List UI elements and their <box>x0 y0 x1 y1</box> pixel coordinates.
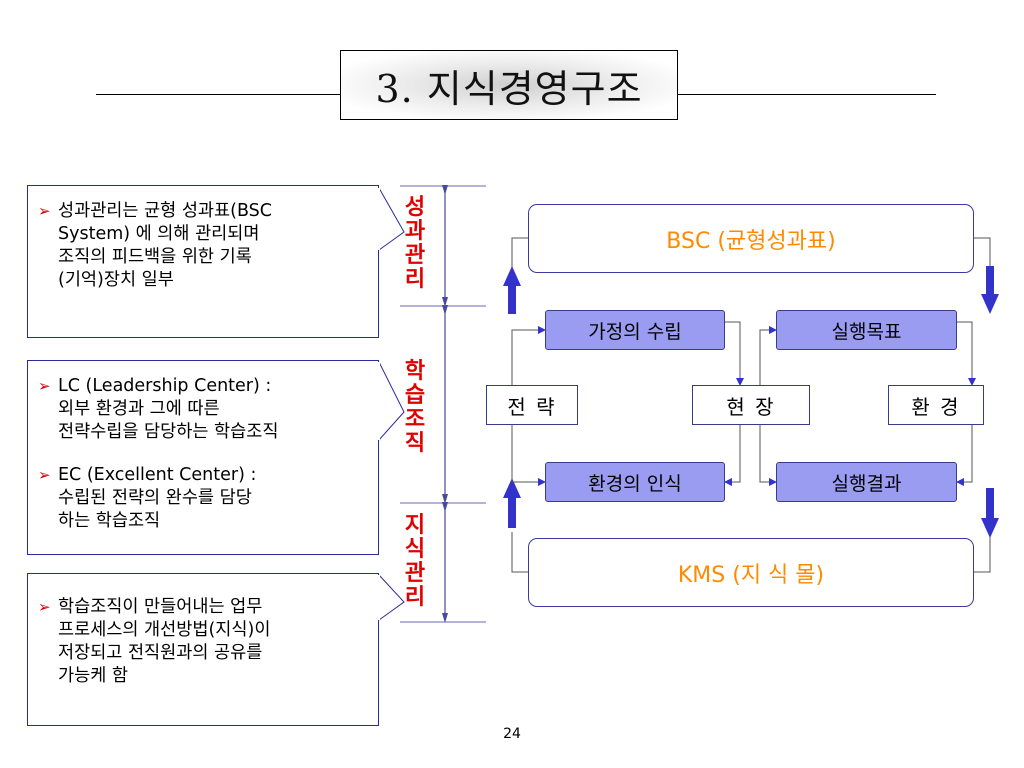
environment-label: 환 경 <box>911 394 961 419</box>
title-rule-left <box>96 94 340 95</box>
bullet-item: ➢ 성과관리는 균형 성과표(BSC System) 에 의해 관리되며 조직의… <box>38 200 368 292</box>
exec-result-box: 실행결과 <box>776 462 957 502</box>
title-rule-right <box>678 94 936 95</box>
bullet-item: ➢ 학습조직이 만들어내는 업무 프로세스의 개선방법(지식)이 저장되고 전직… <box>38 596 368 688</box>
callout-pointer <box>378 361 405 441</box>
page-title: 3. 지식경영구조 <box>375 66 643 111</box>
thick-arrow-down-icon <box>981 266 999 314</box>
bsc-box: BSC (균형성과표) <box>528 204 974 273</box>
bsc-label: BSC (균형성과표) <box>666 228 836 254</box>
bullet-text: LC (Leadership Center) : 외부 환경과 그에 따른 전략… <box>58 376 279 442</box>
callout-pointer <box>378 187 405 251</box>
title-box: 3. 지식경영구조 <box>340 50 678 120</box>
bullet-text: EC (Excellent Center) : 수립된 전략의 완수를 담당 하… <box>58 465 257 531</box>
label-learning-organization: 학습조직 <box>404 359 426 456</box>
label-knowledge-management: 지식관리 <box>404 513 426 610</box>
hypothesis-label: 가정의 수립 <box>588 320 682 343</box>
exec-goal-box: 실행목표 <box>776 310 957 350</box>
kms-box: KMS (지 식 몰) <box>528 538 974 607</box>
strategy-label: 전 략 <box>507 394 557 419</box>
bullet-item: ➢ EC (Excellent Center) : 수립된 전략의 완수를 담당… <box>38 464 368 533</box>
thick-arrow-down-icon <box>981 488 999 538</box>
callout-pointer <box>378 574 405 621</box>
field-node: 현 장 <box>692 385 810 425</box>
page-number: 24 <box>503 726 521 742</box>
field-label: 현 장 <box>726 394 776 419</box>
strategy-node: 전 략 <box>486 385 578 425</box>
callout-learning: ➢ LC (Leadership Center) : 외부 환경과 그에 따른 … <box>27 360 379 555</box>
bullet-text: 학습조직이 만들어내는 업무 프로세스의 개선방법(지식)이 저장되고 전직원과… <box>58 597 271 686</box>
kms-label: KMS (지 식 몰) <box>677 562 825 588</box>
bullet-item: ➢ LC (Leadership Center) : 외부 환경과 그에 따른 … <box>38 375 368 444</box>
thick-arrow-up-icon <box>503 478 521 528</box>
exec-goal-label: 실행목표 <box>831 320 902 343</box>
exec-result-label: 실행결과 <box>831 472 902 495</box>
bullet-arrow-icon: ➢ <box>38 598 51 616</box>
callout-performance: ➢ 성과관리는 균형 성과표(BSC System) 에 의해 관리되며 조직의… <box>27 185 379 338</box>
label-performance-management: 성과관리 <box>404 195 426 292</box>
callout-knowledge: ➢ 학습조직이 만들어내는 업무 프로세스의 개선방법(지식)이 저장되고 전직… <box>27 573 379 726</box>
thick-arrow-up-icon <box>503 266 521 314</box>
hypothesis-box: 가정의 수립 <box>545 310 725 350</box>
bullet-arrow-icon: ➢ <box>38 377 51 395</box>
environment-node: 환 경 <box>888 385 984 425</box>
bullet-arrow-icon: ➢ <box>38 202 51 220</box>
bullet-text: 성과관리는 균형 성과표(BSC System) 에 의해 관리되며 조직의 피… <box>58 201 272 290</box>
env-recognition-label: 환경의 인식 <box>588 472 682 495</box>
bullet-arrow-icon: ➢ <box>38 466 51 484</box>
